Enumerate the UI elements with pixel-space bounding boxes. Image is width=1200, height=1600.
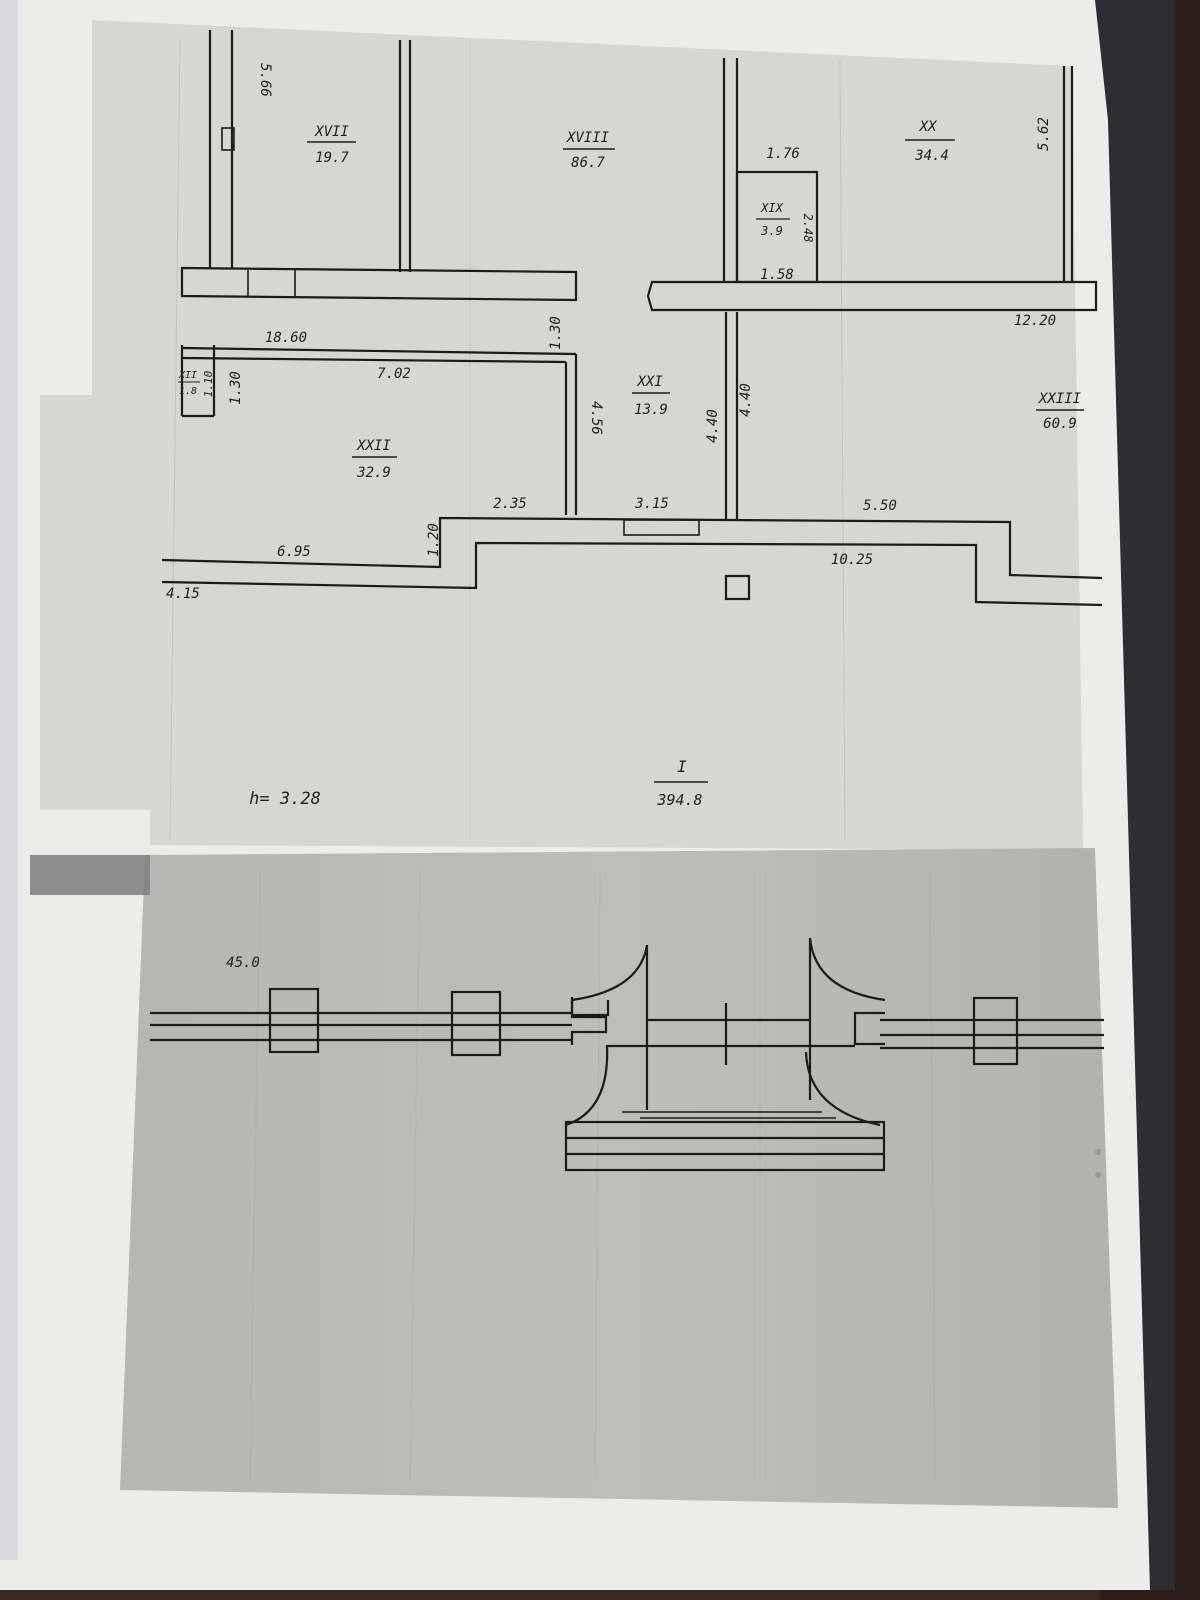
- dim-4-56: 4.56: [588, 401, 604, 435]
- corridor-wall-left: [180, 266, 578, 302]
- dim-5-62: 5.62: [1036, 117, 1052, 151]
- dim-1-10: 1.10: [202, 370, 215, 397]
- binder-hole: [1095, 1172, 1101, 1178]
- room-xvii-area: 19.7: [315, 150, 349, 166]
- dim-6-95: 6.95: [277, 544, 311, 560]
- room-xviii-area: 86.7: [571, 155, 605, 171]
- dim-18-60: 18.60: [265, 330, 307, 346]
- dim-10-25: 10.25: [831, 552, 873, 568]
- dim-2-48: 2.48: [801, 214, 815, 243]
- dim-2-35: 2.35: [493, 496, 527, 512]
- dim-4-40-b: 4.40: [738, 383, 754, 417]
- room-xxiii: XXIII 60.9: [1036, 391, 1084, 432]
- dim-5-50: 5.50: [863, 498, 897, 514]
- room-xxii-numeral: XXII: [356, 438, 391, 454]
- wall-stepped-lower: [161, 541, 1103, 607]
- ceiling-height-label: h= 3.28: [249, 789, 321, 809]
- room-xxi-numeral: XXI: [636, 374, 663, 390]
- room-xx-numeral: XX: [919, 119, 938, 135]
- room-xii-numeral: XII: [178, 370, 197, 381]
- room-xii-area: 1.8: [179, 386, 197, 397]
- room-xxi: XXI 13.9: [632, 374, 670, 418]
- dim-1-30-top: 1.30: [548, 316, 564, 350]
- elevation-block-2: [450, 990, 502, 1057]
- window-marker: [221, 127, 235, 151]
- room-xxi-area: 13.9: [634, 402, 668, 418]
- dim-1-30-left: 1.30: [228, 371, 244, 405]
- binder-hole: [1095, 1149, 1101, 1155]
- dim-4-40-a: 4.40: [705, 409, 721, 443]
- dim-7-02: 7.02: [377, 366, 411, 382]
- portal-right-arc-top: [808, 937, 886, 1002]
- elevation-block-1: [268, 987, 320, 1054]
- portal-left-step: [570, 997, 608, 1045]
- room-xvii-numeral: XVII: [314, 124, 349, 140]
- room-xxiii-numeral: XXIII: [1038, 391, 1082, 407]
- room-xxiii-area: 60.9: [1043, 416, 1077, 432]
- closet-xix: [735, 170, 819, 284]
- dimension-labels: 5.66 5.62 1.76 2.48 1.58 12.20 18.60 1.3…: [166, 63, 1056, 602]
- walls: [161, 30, 1103, 607]
- room-xxii-area: 32.9: [356, 465, 391, 481]
- door-threshold: [623, 519, 700, 536]
- room-xii: XII 1.8: [178, 370, 200, 397]
- room-i: I 394.8: [654, 757, 708, 809]
- dim-1-20: 1.20: [426, 523, 442, 557]
- portal-left-arc-top: [571, 944, 649, 1002]
- elevation-level-label: 45.0: [226, 955, 260, 971]
- dim-1-76: 1.76: [766, 146, 800, 162]
- photocopy-upper: [40, 20, 1083, 850]
- dim-5-66: 5.66: [257, 63, 273, 97]
- room-xix-area: 3.9: [760, 224, 783, 238]
- copy-shadow: [30, 855, 150, 895]
- room-xix: XIX 3.9: [756, 201, 790, 238]
- elevation-block-3: [972, 996, 1019, 1066]
- room-xviii: XVIII 86.7: [563, 130, 615, 171]
- facade-elevation: [150, 937, 1104, 1172]
- front-steps: [564, 1120, 886, 1172]
- room-labels: XVII 19.7 XVIII 86.7 XX 34.4 XIX 3.9 XXI…: [178, 119, 1084, 809]
- scan-streaks: [169, 39, 936, 1481]
- room-xvii: XVII 19.7: [307, 124, 356, 166]
- room-i-numeral: I: [677, 757, 687, 776]
- dim-1-58: 1.58: [760, 267, 794, 283]
- wall-xxii-top: [181, 346, 577, 356]
- room-xviii-numeral: XVIII: [566, 130, 610, 146]
- wall-stepped-upper: [161, 516, 1103, 580]
- column-square: [724, 574, 751, 601]
- room-xxii: XXII 32.9: [352, 438, 397, 481]
- room-xix-numeral: XIX: [760, 201, 783, 215]
- dim-3-15: 3.15: [634, 496, 669, 512]
- left-page-edge: [0, 0, 18, 1560]
- dim-4-15: 4.15: [166, 586, 200, 602]
- dim-12-20: 12.20: [1014, 313, 1056, 329]
- room-i-area: 394.8: [656, 791, 702, 809]
- portal-right-step: [853, 1011, 885, 1046]
- room-xx: XX 34.4: [905, 119, 955, 164]
- room-xx-area: 34.4: [914, 148, 949, 164]
